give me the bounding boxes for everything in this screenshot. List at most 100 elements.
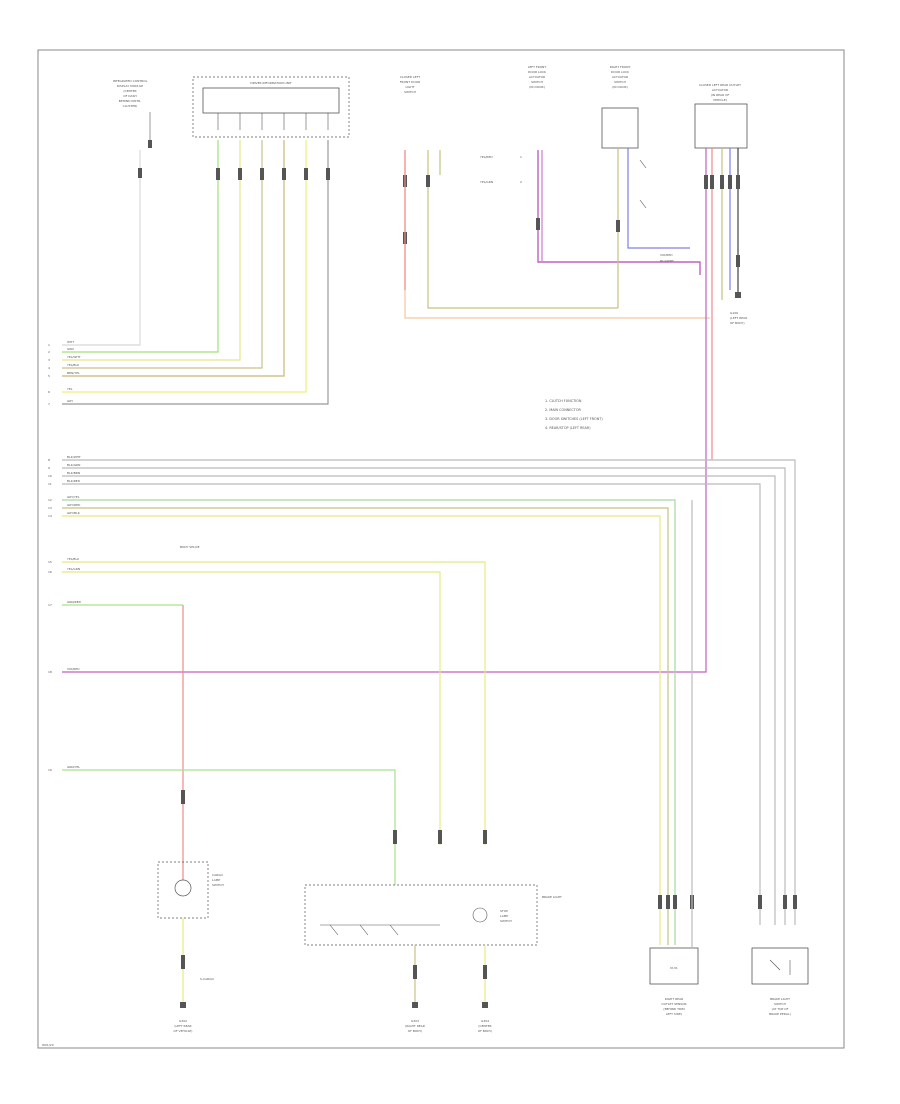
svg-text:6: 6 (48, 390, 50, 394)
bottom-module-1-box (649, 947, 699, 985)
bottom-module-1-label: RIGHT REAR OUTLET SENSOR (BEHIND TRIM LE… (661, 997, 686, 1016)
main-module-label: CLOSED LEFT REAR OUTLET ACTUATOR (IN REA… (699, 83, 741, 102)
legend-item-3: 3. DOOR SWITCHES (LEFT FRONT) (545, 417, 603, 421)
svg-text:GRY/BLK: GRY/BLK (67, 511, 81, 515)
ground-br-symbol (482, 1002, 488, 1008)
door-lock-left-label: LEFT FRONT DOOR LOCK ACTUATOR SWITCH (IN… (528, 65, 547, 89)
green-yel-pin: 19 (48, 768, 52, 772)
top-left-unit-line-4: OF DASH (123, 94, 137, 98)
rear-light-lower-connector-2 (483, 965, 487, 979)
top-module-outer (192, 76, 350, 138)
svg-text:ACTUATOR: ACTUATOR (612, 75, 628, 79)
svg-text:LAMP: LAMP (212, 878, 220, 882)
top-left-unit-connector (148, 140, 152, 148)
svg-text:1: 1 (520, 155, 522, 159)
group1-connectors (138, 168, 330, 180)
svg-text:OUTLET SENSOR: OUTLET SENSOR (661, 1002, 686, 1006)
svg-text:BLK/BRN: BLK/BRN (67, 471, 80, 475)
main-module-connectors (704, 175, 740, 267)
svg-text:SWITCH: SWITCH (404, 90, 416, 94)
svg-text:LEFT SIDE): LEFT SIDE) (666, 1012, 682, 1016)
svg-text:YEL/BLU: YEL/BLU (67, 557, 79, 561)
svg-text:BLK/RED: BLK/RED (67, 479, 81, 483)
svg-text:13: 13 (48, 506, 52, 510)
svg-text:YEL/GRN: YEL/GRN (480, 180, 493, 184)
group1-labels: WHT GRN YEL/WHT YEL/BLK BRN/YEL YEL GRY … (48, 340, 81, 406)
svg-text:12: 12 (48, 498, 52, 502)
diagram-border (37, 49, 845, 1049)
yellow-pair-labels: YEL/BLU YEL/GRN 15 16 (48, 557, 80, 574)
rear-light-unit-label: BRAKE LIGHT (542, 895, 562, 899)
top-left-unit-line-3: (CENTER (123, 89, 136, 93)
svg-text:BLK/WHT: BLK/WHT (67, 455, 81, 459)
svg-text:WHT: WHT (67, 340, 74, 344)
lamp-left-label: CARGO LAMP SWITCH (212, 873, 224, 887)
ground-bm-symbol (412, 1002, 418, 1008)
svg-text:16: 16 (48, 570, 52, 574)
svg-text:3: 3 (48, 358, 50, 362)
svg-text:DOOR LOCK: DOOR LOCK (528, 70, 547, 74)
violet-top-label-2: BLU/WHT (660, 259, 674, 263)
svg-text:OF BODY): OF BODY) (730, 321, 745, 325)
svg-text:LEFT FRONT: LEFT FRONT (528, 65, 546, 69)
svg-text:YEL/WHT: YEL/WHT (67, 355, 81, 359)
svg-text:SWITCH: SWITCH (774, 1002, 786, 1006)
violet-label: VIO/RED (67, 667, 80, 671)
svg-text:CLOSED LEFT REAR OUTLET: CLOSED LEFT REAR OUTLET (699, 83, 741, 87)
door-lock-right-box (601, 107, 639, 149)
ground-bl-label: G302 (LEFT REAR OF VEHICLE) (174, 1019, 193, 1033)
svg-text:YEL: YEL (67, 387, 73, 391)
top-module-label: DRIVER INFORMATION UNIT (250, 81, 292, 85)
svg-text:ACTUATOR: ACTUATOR (529, 75, 545, 79)
svg-text:OF BODY): OF BODY) (408, 1029, 423, 1033)
svg-text:OF BODY): OF BODY) (478, 1029, 493, 1033)
top-left-unit-line-1: INTEGRATED CONTROL (113, 79, 148, 83)
svg-text:1: 1 (48, 343, 50, 347)
svg-text:SWITCH: SWITCH (531, 80, 543, 84)
violet-pin: 18 (48, 670, 52, 674)
svg-text:LIGHT: LIGHT (406, 85, 415, 89)
door-lock-right-wires (617, 148, 690, 308)
svg-text:10: 10 (48, 474, 52, 478)
legend: 1. CLUTCH FUNCTION 2. MAIN CONNECTOR 3. … (545, 399, 603, 430)
left-lamp-wires (404, 150, 710, 319)
svg-text:BRAKE LIGHT: BRAKE LIGHT (770, 997, 790, 1001)
lamp-right-label: STOP LAMP SWITCH (500, 909, 512, 923)
svg-text:BRN/YEL: BRN/YEL (67, 371, 80, 375)
svg-text:FRONT DOOR: FRONT DOOR (400, 80, 420, 84)
ground-bm-label: G303 (RIGHT REAR OF BODY) (405, 1019, 425, 1033)
svg-text:SWITCH: SWITCH (212, 883, 224, 887)
lower-connectors (181, 790, 797, 909)
green-red-pin: 17 (48, 603, 52, 607)
svg-text:RIGHT REAR: RIGHT REAR (665, 997, 683, 1001)
svg-text:15: 15 (48, 560, 52, 564)
svg-text:(LEFT REAR: (LEFT REAR (174, 1024, 191, 1028)
yellow-pair-wires (62, 561, 486, 845)
svg-text:5: 5 (48, 374, 50, 378)
svg-text:BLK/GRN: BLK/GRN (67, 463, 80, 467)
bottom-module-2-switch (769, 959, 791, 975)
svg-text:SWITCH: SWITCH (614, 80, 626, 84)
legend-item-1: 1. CLUTCH FUNCTION (545, 399, 582, 403)
top-left-unit-line-6: CLUSTER) (123, 104, 138, 108)
svg-text:8: 8 (48, 458, 50, 462)
rear-light-unit-box (304, 884, 538, 946)
green-yel-label: GRN/YEL (67, 765, 80, 769)
svg-text:2: 2 (520, 180, 522, 184)
door-lock-left-wires (537, 150, 701, 275)
door-lock-right-switch (639, 159, 647, 209)
svg-text:(LEFT REAR: (LEFT REAR (730, 316, 747, 320)
bottom-module-2-box (751, 947, 809, 985)
svg-text:GRY/YEL: GRY/YEL (67, 495, 80, 499)
svg-text:LAMP: LAMP (500, 914, 508, 918)
svg-text:YEL/BLK: YEL/BLK (67, 363, 80, 367)
svg-text:CARGO: CARGO (212, 873, 224, 877)
svg-text:G106: G106 (730, 311, 738, 315)
bottom-module-2-label: BRAKE LIGHT SWITCH (AT TOP OF BRAKE PEDA… (769, 997, 791, 1016)
top-module-pins (217, 113, 329, 130)
top-left-unit-label: INTEGRATED CONTROL DISPLAY MODULE (CENTE… (113, 79, 148, 108)
svg-text:(BEHIND TRIM: (BEHIND TRIM (663, 1007, 685, 1011)
violet-top-label: VIO/RED (660, 253, 673, 257)
svg-text:9: 9 (48, 466, 50, 470)
